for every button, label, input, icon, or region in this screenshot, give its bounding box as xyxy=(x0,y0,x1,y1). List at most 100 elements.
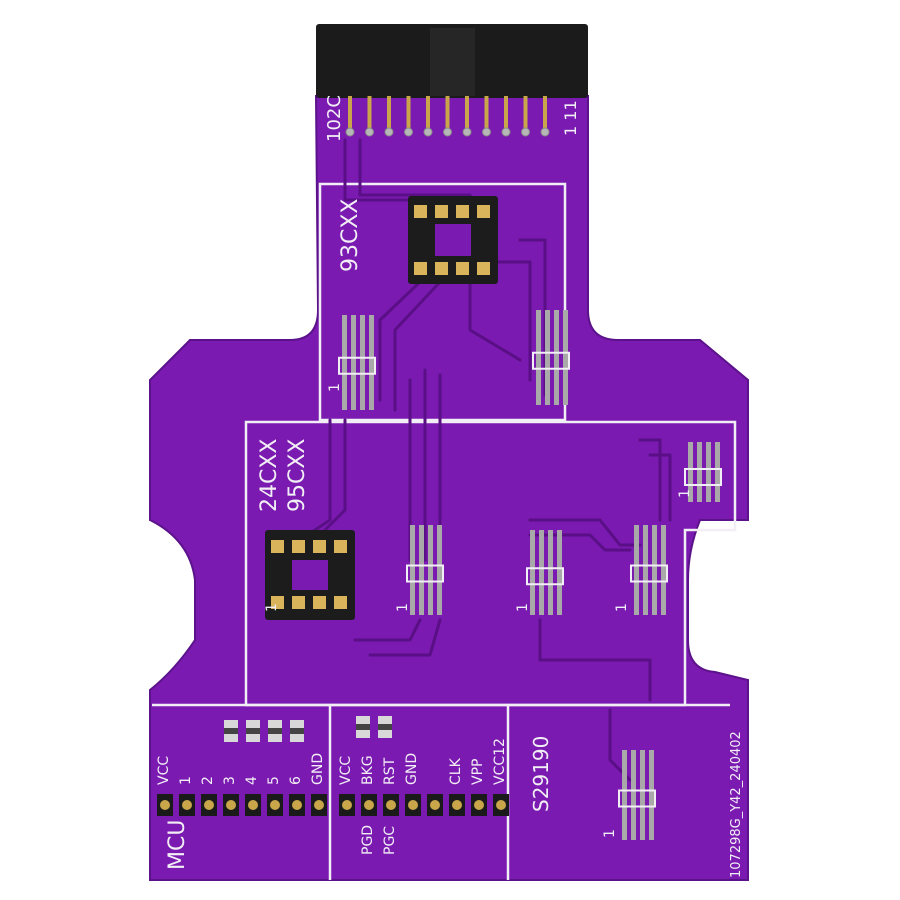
soic-pad xyxy=(437,525,442,615)
soic-outline xyxy=(338,356,376,375)
prog-pin-label: PGC xyxy=(382,826,398,855)
connector-pin xyxy=(465,96,469,130)
soic-pad xyxy=(649,750,654,840)
pin1-marker-soic-d: 1 xyxy=(677,489,693,498)
soic-outline xyxy=(406,564,444,583)
soic-pad xyxy=(661,525,666,615)
socket-contact xyxy=(292,540,305,553)
header-pin-tip xyxy=(292,800,302,810)
mcu-pin-label: VCC xyxy=(156,756,172,785)
soic-pad xyxy=(554,310,559,405)
soic-pad xyxy=(548,530,553,615)
smd-capacitors xyxy=(224,716,392,742)
soic-pad xyxy=(706,442,711,502)
socket-contact xyxy=(334,596,347,609)
soic-pad xyxy=(688,442,693,502)
dip8-socket-93cxx xyxy=(408,196,498,284)
section-s29190-label: S29190 xyxy=(529,736,553,812)
socket-contact xyxy=(313,596,326,609)
connector-pad xyxy=(540,127,550,137)
section-95cxx-label: 95CXX xyxy=(285,439,310,513)
header-pin-tip xyxy=(270,800,280,810)
prog-pin-label: BKG xyxy=(360,755,376,785)
soic-outline xyxy=(618,789,656,808)
pcb-substrate xyxy=(149,95,749,881)
prog-pin-label: VCC12 xyxy=(492,738,508,785)
header-pin-tip xyxy=(452,800,462,810)
soic-footprints xyxy=(338,310,722,840)
header-pin-tip xyxy=(314,800,324,810)
connector-pad xyxy=(345,127,355,137)
socket-contact xyxy=(313,540,326,553)
soic-pad xyxy=(369,315,374,410)
soic-outline xyxy=(684,468,722,486)
connector-pin xyxy=(348,96,352,130)
mcu-pin-label: 6 xyxy=(288,776,304,785)
pin1-marker-soic-b: 1 xyxy=(515,603,531,612)
header-pin-tip xyxy=(496,800,506,810)
header-pin-tip xyxy=(204,800,214,810)
soic-pad xyxy=(360,315,365,410)
connector-pad xyxy=(384,127,394,137)
connector-pad xyxy=(462,127,472,137)
connector-pad xyxy=(501,127,511,137)
connector-pins xyxy=(345,96,550,137)
soic-pad xyxy=(539,530,544,615)
soic-outline xyxy=(630,564,668,583)
socket-contact xyxy=(456,205,469,218)
socket-contact xyxy=(414,205,427,218)
soic-pad xyxy=(643,525,648,615)
connector-label-right: 1 11 xyxy=(561,100,580,136)
header-pin-tip xyxy=(364,800,374,810)
header-pin-tip xyxy=(386,800,396,810)
connector-pin xyxy=(484,96,489,130)
connector-pin xyxy=(406,96,411,130)
soic-pad xyxy=(631,750,636,840)
board-id-label: 107298G_Y42_240402 xyxy=(729,731,744,878)
bottom-pin-headers xyxy=(157,794,509,816)
section-93cxx-label: 93CXX xyxy=(338,199,363,273)
socket-contact xyxy=(456,262,469,275)
soic-pad xyxy=(640,750,645,840)
header-pin-tip xyxy=(248,800,258,810)
mcu-pin-label: GND xyxy=(310,753,326,785)
mcu-label: MCU xyxy=(165,820,190,870)
soic-pad xyxy=(545,310,550,405)
bottom-header-box xyxy=(152,703,730,880)
section-93cxx-box xyxy=(318,182,567,422)
prog-pin-label: VCC xyxy=(338,756,354,785)
connector-pad xyxy=(521,127,530,137)
connector-pin xyxy=(504,96,508,130)
prog-pin-labels: VCC BKG RST GND CLK VPP VCC12 PGD PGC xyxy=(338,738,508,855)
connector-pin xyxy=(426,96,430,130)
prog-pin-label: RST xyxy=(382,757,398,785)
pin1-marker-24: 1 xyxy=(264,603,280,612)
soic-pad xyxy=(557,530,562,615)
pin1-marker-soic-a: 1 xyxy=(395,603,411,612)
soic-pad xyxy=(428,525,433,615)
soic-outline xyxy=(526,567,564,586)
section-24cxx-label: 24CXX xyxy=(257,439,282,513)
header-pin-tip xyxy=(408,800,418,810)
socket-contact xyxy=(271,540,284,553)
socket-contact xyxy=(334,540,347,553)
connector-pad xyxy=(423,127,433,137)
header-pin-tip xyxy=(160,800,170,810)
pin1-marker-soic-e: 1 xyxy=(602,829,618,838)
mcu-pin-label: 5 xyxy=(266,776,282,785)
connector-pin xyxy=(543,96,547,130)
soic-pad xyxy=(419,525,424,615)
prog-pin-label: GND xyxy=(404,753,420,785)
mcu-pin-label: 2 xyxy=(200,776,216,785)
connector-pad xyxy=(365,127,374,137)
soic-pad xyxy=(715,442,720,502)
socket-contact xyxy=(477,262,490,275)
connector-pad xyxy=(404,127,413,137)
prog-pin-label: PGD xyxy=(360,825,376,855)
connector-pin xyxy=(367,96,372,130)
pin1-marker-soic-c: 1 xyxy=(614,603,630,612)
header-pin-tip xyxy=(342,800,352,810)
connector-label-left: 102C xyxy=(324,95,345,142)
connector-pin xyxy=(387,96,391,130)
prog-pin-label: VPP xyxy=(470,759,486,785)
